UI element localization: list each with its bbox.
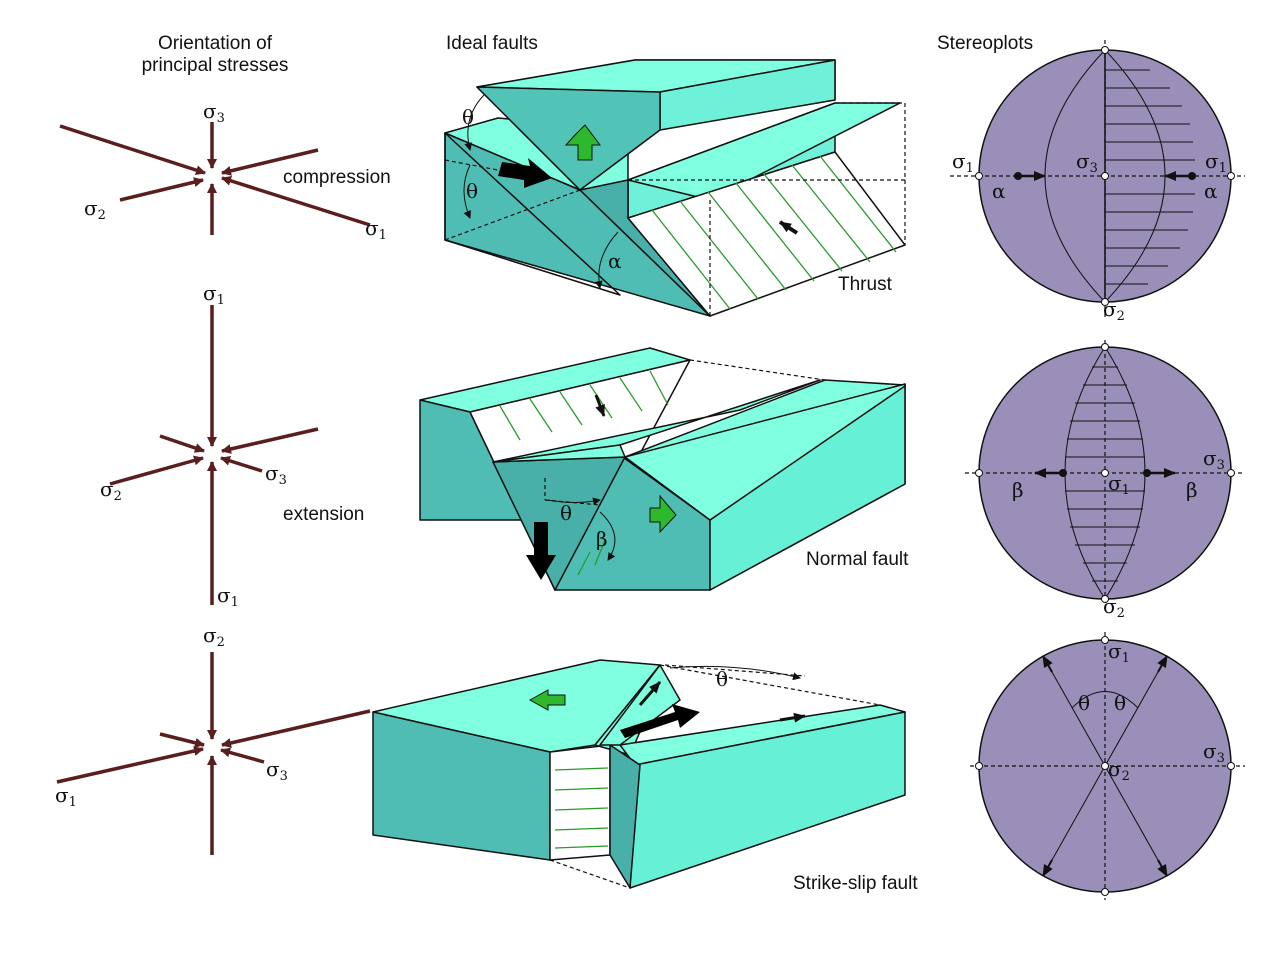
sigma1-label: σ1 xyxy=(365,216,387,243)
alpha-left: α xyxy=(992,179,1006,203)
theta-normal: θ xyxy=(560,501,572,525)
thrust-green-arrow xyxy=(564,124,601,161)
thrust-black-arrow xyxy=(498,158,552,188)
orientation-header: Orientation of principal stresses xyxy=(120,33,310,77)
sigma2-center: σ2 xyxy=(1108,757,1130,784)
stereoplot-normal: σ1 σ3 σ2 β β xyxy=(965,340,1245,621)
sigma2-bottom: σ2 xyxy=(1103,297,1125,324)
sigma3-label: σ3 xyxy=(203,99,225,126)
normal-striations xyxy=(499,370,669,576)
theta-right: θ xyxy=(1114,691,1126,715)
beta-left: β xyxy=(1012,478,1024,502)
compression-label: compression xyxy=(283,167,391,188)
stereoplot-thrust: σ1 σ1 σ3 σ2 α α xyxy=(950,40,1245,324)
sigma3-label: σ3 xyxy=(265,461,287,488)
theta-left: θ xyxy=(1078,691,1090,715)
thrust-annotations: θ θ α Thrust xyxy=(462,94,893,295)
normal-black-arrow xyxy=(526,522,556,580)
orientation-header-line1: Orientation of xyxy=(157,33,273,54)
thrust-slip-arrow xyxy=(778,220,799,235)
extension-label: extension xyxy=(283,504,364,525)
alpha-thrust: α xyxy=(608,249,622,273)
sigma2-label: σ2 xyxy=(203,623,225,650)
sigma1-bottom-label: σ1 xyxy=(217,583,239,610)
stereoplots-header: Stereoplots xyxy=(937,33,1034,54)
theta-upper: θ xyxy=(462,105,474,129)
stress-strike-slip-labels: σ2 σ3 σ1 xyxy=(55,623,288,810)
sigma2-label: σ2 xyxy=(100,477,122,504)
sigma2-bottom: σ2 xyxy=(1103,594,1125,621)
strike-slip-arrow-1 xyxy=(638,681,662,706)
sigma1-left: σ1 xyxy=(952,149,974,176)
sigma3-label: σ3 xyxy=(266,757,288,784)
sigma2-label: σ2 xyxy=(84,196,106,223)
normal-annotations: θ β Normal fault xyxy=(526,394,909,580)
thrust-striations xyxy=(651,155,897,310)
thrust-label: Thrust xyxy=(838,274,893,295)
strike-slip-arrow-2 xyxy=(779,712,806,723)
sigma1-top-label: σ1 xyxy=(203,281,225,308)
sigma1-right: σ1 xyxy=(1205,149,1227,176)
stress-strike-slip xyxy=(56,652,371,855)
strike-green-arrow xyxy=(528,689,566,711)
normal-slip-arrow xyxy=(594,394,606,417)
sigma3-right: σ3 xyxy=(1203,739,1225,766)
alpha-right: α xyxy=(1204,179,1218,203)
theta-strike: θ xyxy=(716,667,728,691)
beta-right: β xyxy=(1186,478,1198,502)
ideal-faults-header: Ideal faults xyxy=(446,33,538,54)
stress-extension xyxy=(109,305,319,605)
sigma1-label: σ1 xyxy=(55,783,77,810)
normal-fault-label: Normal fault xyxy=(806,549,909,570)
normal-green-arrow xyxy=(649,494,677,534)
stereoplot-strike-slip: σ1 σ3 σ2 θ θ xyxy=(970,632,1245,900)
sigma1-top: σ1 xyxy=(1108,639,1130,666)
theta-lower: θ xyxy=(466,179,478,203)
strike-striations xyxy=(554,767,609,849)
stress-compression-labels: σ3 σ2 σ1 compression xyxy=(84,99,391,243)
beta-normal: β xyxy=(596,527,608,551)
strike-annotations: θ Strike-slip fault xyxy=(528,665,918,894)
stress-compression xyxy=(59,122,371,235)
strike-slip-label: Strike-slip fault xyxy=(793,873,918,894)
sigma1-center: σ1 xyxy=(1108,471,1130,498)
orientation-header-line2: principal stresses xyxy=(141,55,289,76)
stress-extension-labels: σ1 σ2 σ3 σ1 extension xyxy=(100,281,364,610)
strike-block xyxy=(372,659,906,889)
strike-black-arrow xyxy=(620,704,700,738)
sigma3-center: σ3 xyxy=(1076,149,1098,176)
thrust-block xyxy=(444,59,906,317)
sigma3-right: σ3 xyxy=(1203,446,1225,473)
